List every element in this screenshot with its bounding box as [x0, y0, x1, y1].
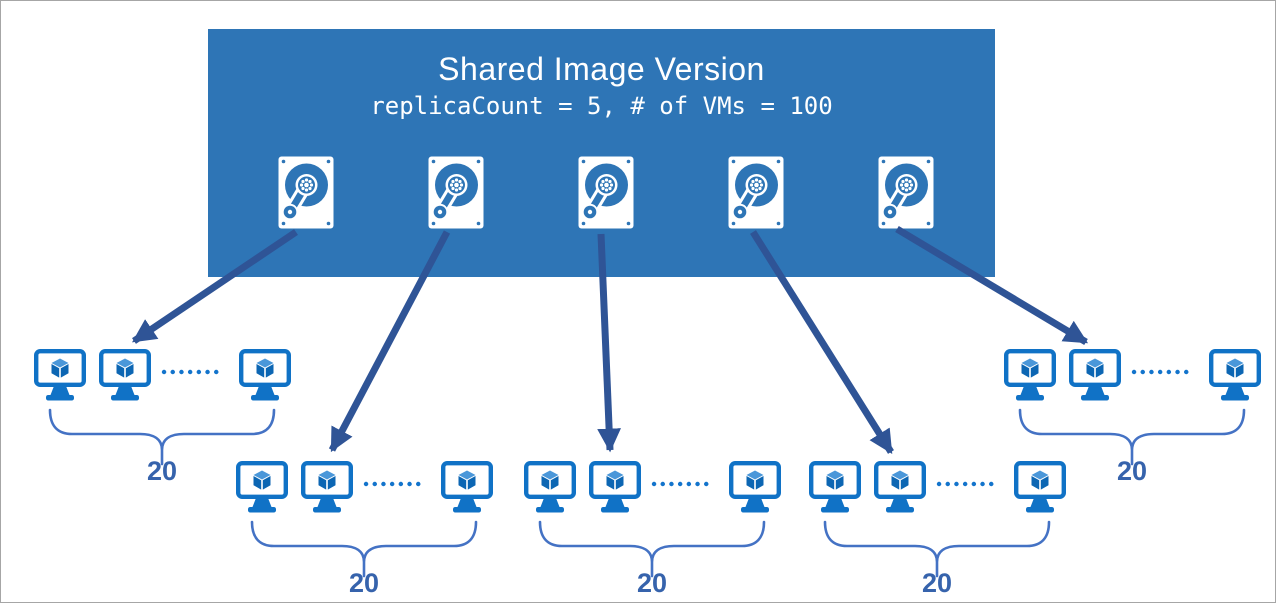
vm-group-3	[526, 463, 779, 578]
virtual-machine-icon	[1211, 351, 1259, 400]
virtual-machine-icon	[526, 463, 574, 512]
virtual-machine-icon	[1071, 351, 1119, 400]
virtual-machine-icon	[303, 463, 351, 512]
vm-count-label: 20	[146, 456, 178, 486]
virtual-machine-icon	[1006, 351, 1054, 400]
vm-group-2	[238, 463, 491, 578]
diagram-title: Shared Image Version	[438, 51, 765, 87]
replication-arrow	[328, 230, 451, 453]
managed-disk-icon	[729, 157, 784, 229]
managed-disk-icon	[279, 157, 334, 229]
vm-group-4	[811, 463, 1064, 578]
vm-count-label: 20	[348, 568, 380, 598]
virtual-machine-icon	[238, 463, 286, 512]
diagram-subtitle: replicaCount = 5, # of VMs = 100	[370, 92, 833, 120]
virtual-machine-icon	[241, 351, 289, 400]
managed-disk-icon	[879, 157, 934, 229]
vm-count-label: 20	[1116, 456, 1148, 486]
managed-disk-icon	[579, 157, 634, 229]
virtual-machine-icon	[443, 463, 491, 512]
vm-count-label: 20	[636, 568, 668, 598]
virtual-machine-icon	[1016, 463, 1064, 512]
vm-group-1	[36, 351, 289, 466]
virtual-machine-icon	[731, 463, 779, 512]
managed-disk-icon	[429, 157, 484, 229]
vm-group-5	[1006, 351, 1259, 466]
replication-arrow	[750, 230, 894, 455]
virtual-machine-icon	[876, 463, 924, 512]
virtual-machine-icon	[811, 463, 859, 512]
replication-arrow	[132, 229, 298, 344]
vm-count-label: 20	[921, 568, 953, 598]
virtual-machine-icon	[36, 351, 84, 400]
virtual-machine-icon	[101, 351, 149, 400]
virtual-machine-icon	[591, 463, 639, 512]
replication-arrow	[895, 225, 1089, 346]
replication-arrow	[597, 233, 621, 453]
